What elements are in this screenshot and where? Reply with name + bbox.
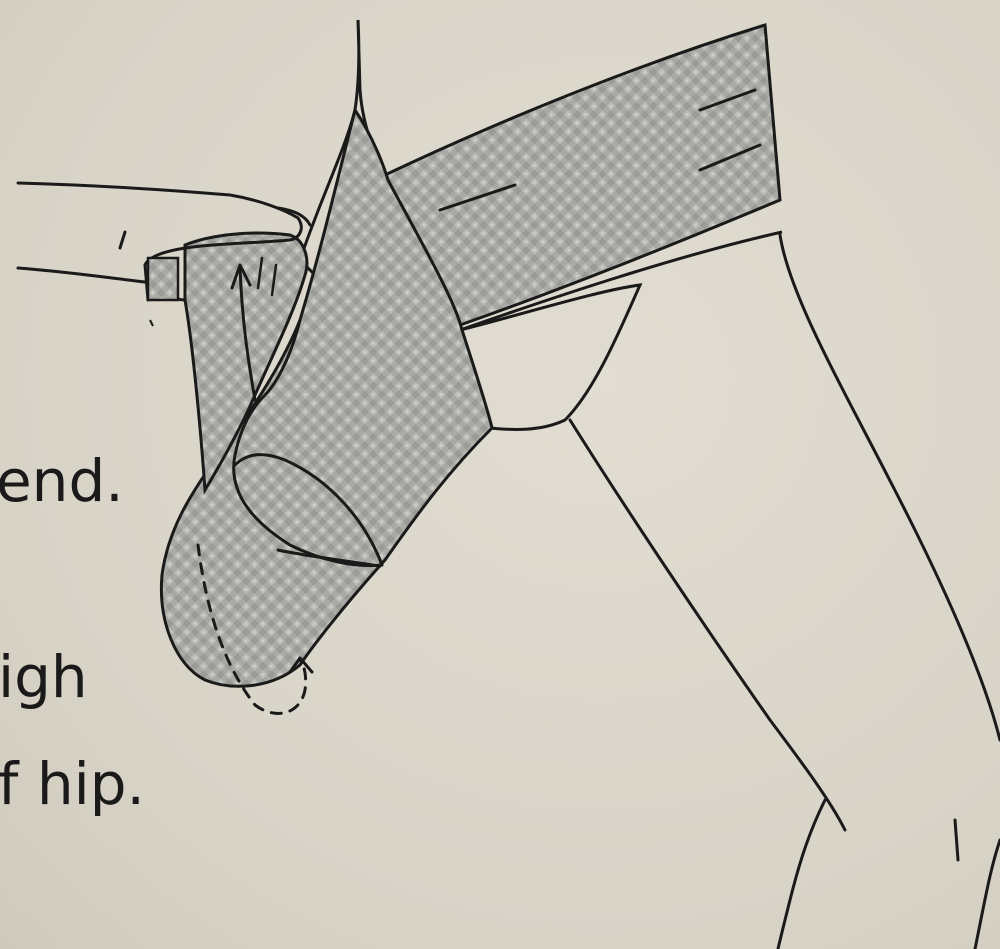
stray-mark (150, 320, 153, 326)
leg-outline (570, 235, 1000, 949)
caption-line-1: end. (0, 452, 124, 510)
caption-line-2: igh (0, 648, 88, 706)
caption-line-3: f hip. (0, 755, 145, 813)
thumb-grip (148, 258, 178, 300)
hip-bandage (385, 25, 780, 325)
